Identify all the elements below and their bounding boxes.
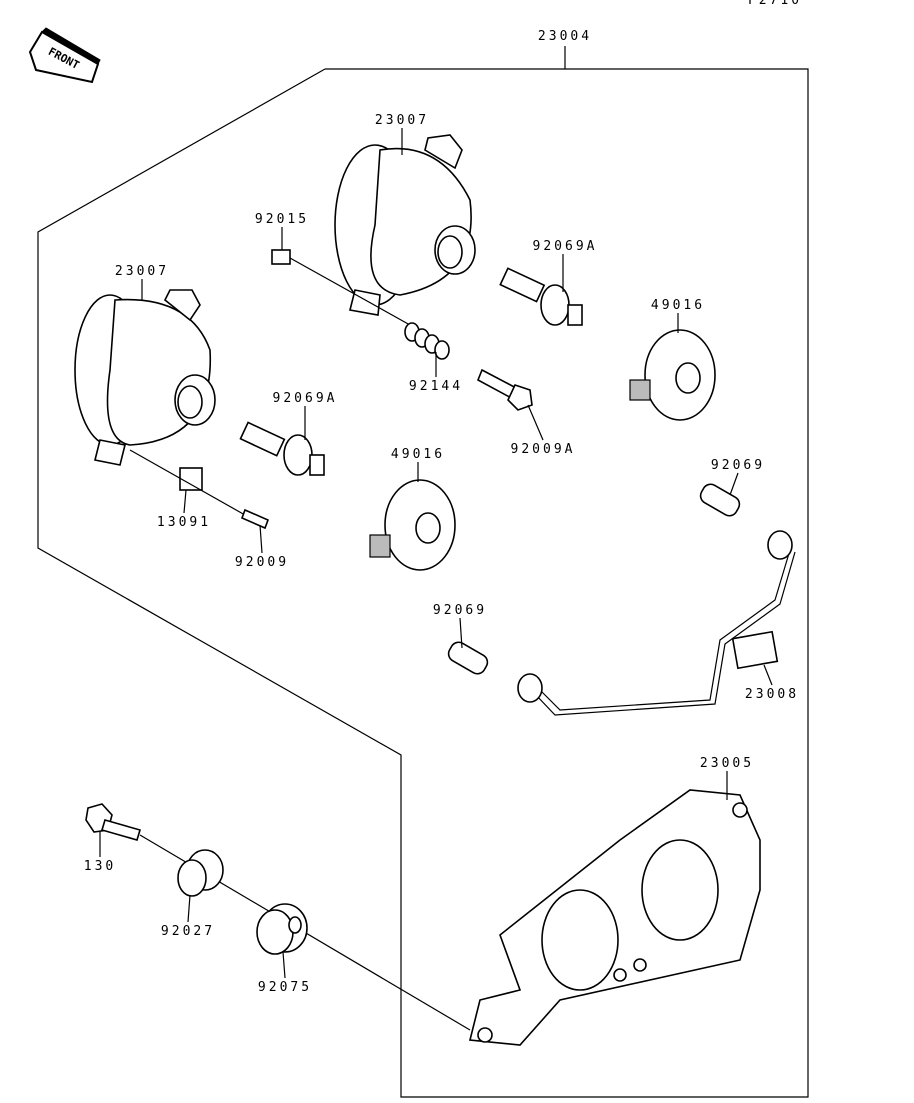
socket-right <box>699 483 741 517</box>
label-92144: 92144 <box>409 379 463 394</box>
socket-left <box>447 641 489 675</box>
bulb-upper <box>499 267 583 326</box>
label-92069a-upper: 92069A <box>533 239 598 254</box>
label-92009a: 92009A <box>511 442 576 457</box>
diagram-code: F2710 <box>748 0 802 8</box>
label-92009: 92009 <box>235 555 289 570</box>
harness <box>517 530 796 716</box>
grommet <box>256 903 308 955</box>
adjuster <box>129 449 270 530</box>
label-23004: 23004 <box>538 29 592 44</box>
leader-line <box>289 257 411 326</box>
collar <box>177 849 224 897</box>
headlight-left <box>74 289 216 466</box>
label-49016-left: 49016 <box>391 447 445 462</box>
label-92075: 92075 <box>258 980 312 995</box>
nut-upper <box>271 249 291 265</box>
label-92069-right: 92069 <box>711 458 765 473</box>
boot-left <box>369 479 456 571</box>
label-130: 130 <box>84 859 116 874</box>
label-49016-upper: 49016 <box>651 298 705 313</box>
bolt <box>85 803 141 841</box>
label-23007-upper: 23007 <box>375 113 429 128</box>
label-23005: 23005 <box>700 756 754 771</box>
label-92069-left: 92069 <box>433 603 487 618</box>
label-13091: 13091 <box>157 515 211 530</box>
bulb-left <box>239 421 325 476</box>
spring <box>404 322 450 360</box>
leader-lines <box>99 128 773 979</box>
housing <box>468 789 761 1046</box>
headlight-upper <box>334 134 476 316</box>
label-92015: 92015 <box>255 212 309 227</box>
label-23007-left: 23007 <box>115 264 169 279</box>
label-92027: 92027 <box>161 924 215 939</box>
screw-upper <box>476 368 533 411</box>
assembly-outline <box>37 68 809 1098</box>
label-92069a-left: 92069A <box>273 391 338 406</box>
front-arrow-icon: FRONT <box>28 27 101 84</box>
boot-upper <box>629 329 716 421</box>
label-23008: 23008 <box>745 687 799 702</box>
